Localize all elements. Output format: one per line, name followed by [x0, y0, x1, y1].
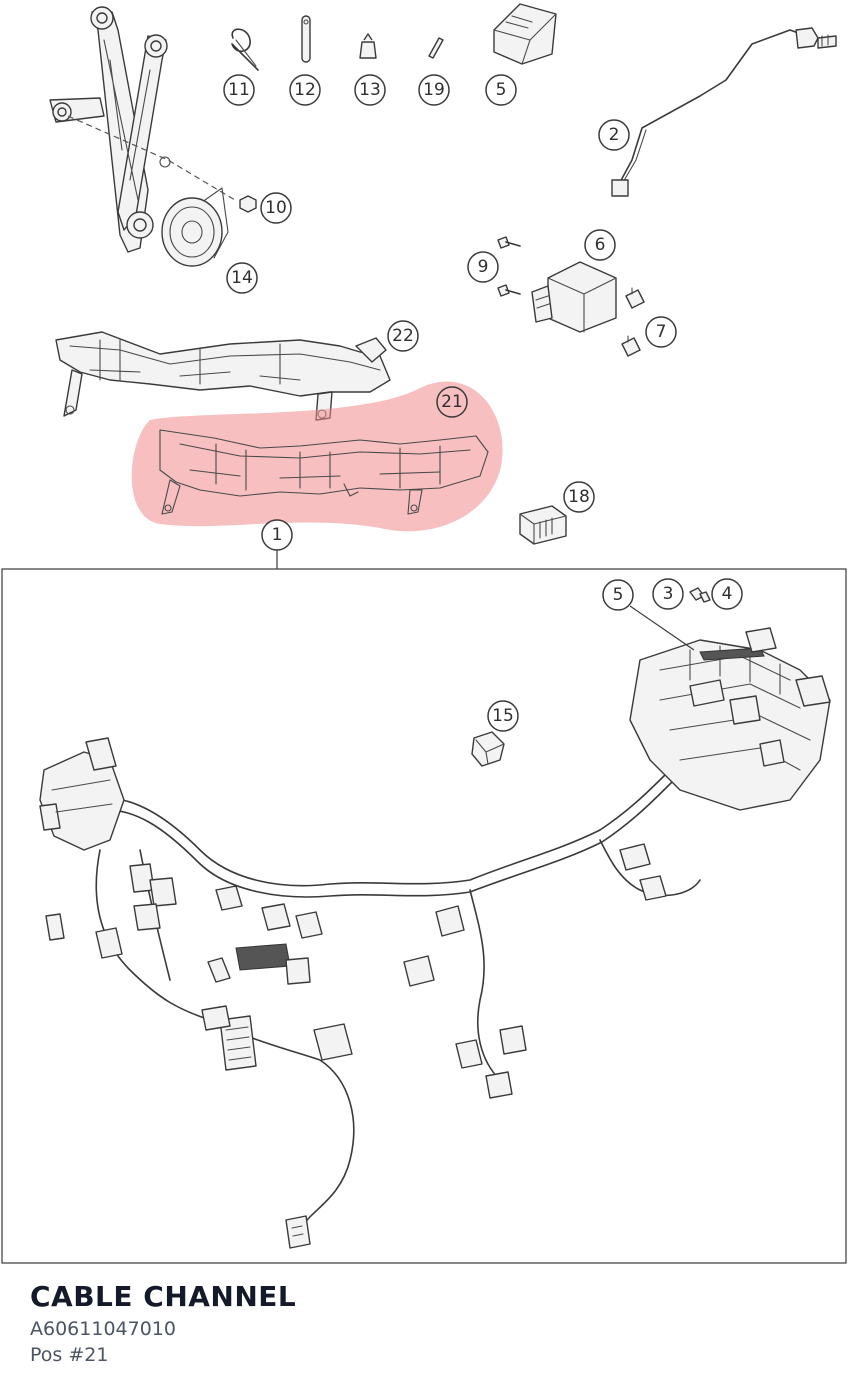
part-position: Pos #21 [30, 1344, 109, 1366]
callout-2: 2 [598, 119, 630, 151]
callout-22: 22 [387, 320, 419, 352]
pin-part [428, 37, 444, 59]
part-info-panel: CABLE CHANNEL A60611047010 Pos #21 [30, 1278, 296, 1368]
callout-18: 18 [563, 481, 595, 513]
part-title: CABLE CHANNEL [30, 1280, 297, 1313]
svg-text:1: 1 [272, 525, 283, 545]
connector-part [519, 505, 567, 545]
svg-text:3: 3 [663, 584, 674, 604]
clip-part [621, 287, 645, 357]
callout-1: 1 [261, 519, 293, 551]
horn-bracket-part [49, 6, 236, 253]
callout-12: 12 [289, 74, 321, 106]
callout-11: 11 [223, 74, 255, 106]
callout-14: 14 [226, 262, 258, 294]
clip-part [359, 33, 377, 59]
svg-text:14: 14 [231, 268, 253, 288]
callout-21: 21 [436, 386, 468, 418]
cable-tie-part [231, 28, 259, 71]
svg-text:22: 22 [392, 326, 414, 346]
callout-4: 4 [711, 578, 743, 610]
highlighted-cable-channel [131, 381, 503, 532]
svg-text:2: 2 [609, 125, 620, 145]
callout-10: 10 [260, 192, 292, 224]
part-number: A60611047010 [30, 1318, 176, 1340]
callout-5-harness: 5 [602, 579, 634, 611]
callout-3: 3 [652, 578, 684, 610]
svg-text:18: 18 [568, 487, 590, 507]
wiring-harness-frame [1, 568, 847, 1264]
svg-text:12: 12 [294, 80, 316, 100]
horn-part [161, 187, 257, 267]
parts-diagram: 11 12 13 19 5 2 10 14 6 9 7 22 21 18 1 5… [1, 3, 847, 1264]
svg-text:15: 15 [492, 706, 514, 726]
callout-7: 7 [645, 316, 677, 348]
svg-text:7: 7 [656, 322, 667, 342]
svg-text:13: 13 [359, 80, 381, 100]
svg-text:5: 5 [496, 80, 507, 100]
svg-text:6: 6 [595, 235, 606, 255]
callout-19: 19 [418, 74, 450, 106]
control-unit-part [531, 261, 617, 333]
svg-text:21: 21 [441, 392, 463, 412]
relay-box-part [493, 3, 557, 65]
sensor-cable-part [611, 27, 837, 197]
callout-5: 5 [485, 74, 517, 106]
screw-part [497, 236, 521, 297]
svg-text:10: 10 [265, 198, 287, 218]
cable-channel-part [55, 331, 391, 421]
callout-9: 9 [467, 251, 499, 283]
svg-text:5: 5 [613, 585, 624, 605]
wiring-harness-part [39, 587, 831, 1249]
svg-text:4: 4 [722, 584, 733, 604]
svg-text:19: 19 [423, 80, 445, 100]
callout-13: 13 [354, 74, 386, 106]
callout-15: 15 [487, 700, 519, 732]
svg-text:9: 9 [478, 257, 489, 277]
strap-part [301, 15, 311, 63]
svg-text:11: 11 [228, 80, 250, 100]
callout-6: 6 [584, 229, 616, 261]
